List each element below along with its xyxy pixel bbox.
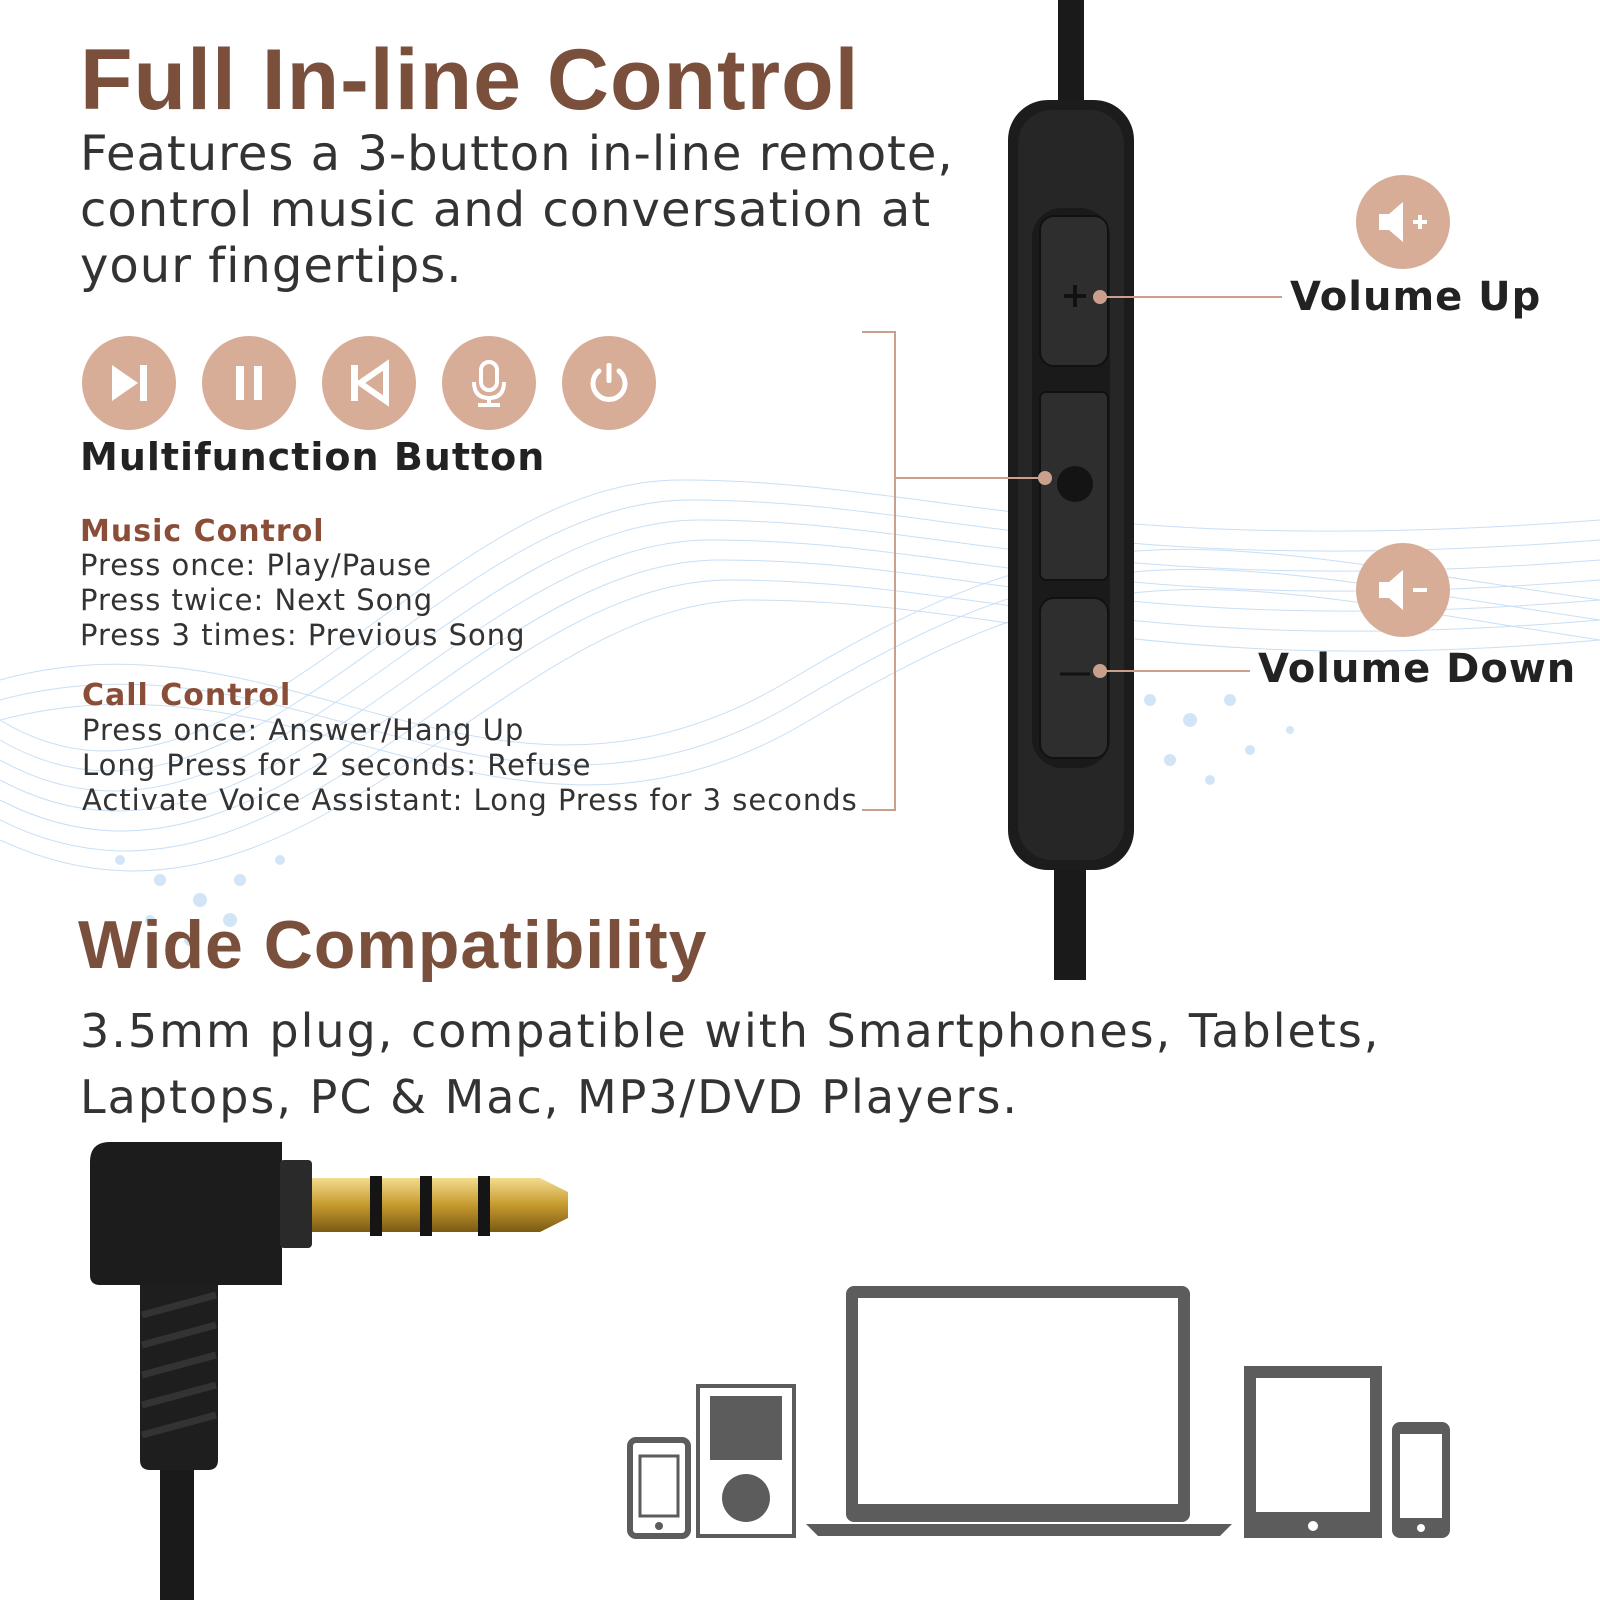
tablet-icon (1244, 1366, 1382, 1538)
phone-icon (1392, 1422, 1450, 1538)
subtitle-inline-remote: Features a 3-button in-line remote, cont… (80, 126, 954, 294)
mp3-player-icon (696, 1384, 796, 1538)
music-control-list: Press once: Play/Pause Press twice: Next… (80, 548, 526, 653)
smartphone-icon (627, 1437, 691, 1539)
laptop-icon (806, 1286, 1232, 1536)
audio-plug-illustration (90, 1142, 568, 1600)
call-control-line: Long Press for 2 seconds: Refuse (82, 748, 592, 782)
subtitle-compatibility: 3.5mm plug, compatible with Smartphones,… (80, 1004, 1381, 1124)
power-icon (562, 336, 656, 430)
multifunction-button-label: Multifunction Button (80, 435, 546, 479)
headline-wide-compatibility: Wide Compatibility (78, 907, 708, 983)
music-control-line: Press 3 times: Previous Song (80, 618, 526, 652)
microphone-icon (442, 336, 536, 430)
music-control-line: Press twice: Next Song (80, 583, 434, 617)
music-control-line: Press once: Play/Pause (80, 548, 432, 582)
volume-down-label: Volume Down (1258, 646, 1577, 692)
call-control-list: Press once: Answer/Hang Up Long Press fo… (82, 713, 858, 818)
music-control-heading: Music Control (80, 514, 325, 549)
previous-track-icon (322, 336, 416, 430)
inline-remote-illustration (862, 0, 1282, 980)
volume-down-icon (1356, 543, 1450, 637)
volume-up-label: Volume Up (1290, 274, 1542, 320)
next-track-icon (82, 336, 176, 430)
headline-full-inline-control: Full In-line Control (80, 32, 860, 128)
call-control-line: Press once: Answer/Hang Up (82, 713, 525, 747)
volume-up-icon (1356, 175, 1450, 269)
call-control-heading: Call Control (82, 678, 292, 713)
pause-icon (202, 336, 296, 430)
call-control-line: Activate Voice Assistant: Long Press for… (82, 783, 858, 817)
multifunction-icon-row (82, 336, 656, 430)
